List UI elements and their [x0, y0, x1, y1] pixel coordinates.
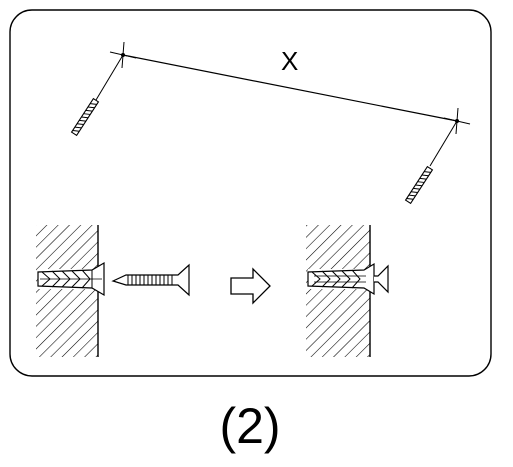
distance-label: X: [281, 46, 298, 76]
wall-plug-left-icon: [37, 261, 105, 297]
drill-bit-right-icon: [404, 120, 458, 205]
screw-icon: [111, 263, 190, 297]
wall-right: [306, 225, 371, 357]
diagram-frame: [9, 9, 492, 377]
drill-bit-left-icon: [70, 54, 124, 137]
step-number-label: (2): [219, 398, 281, 454]
wall-left: [36, 225, 99, 357]
installed-anchor-icon: [307, 262, 389, 296]
arrow-right-icon: [230, 267, 271, 305]
